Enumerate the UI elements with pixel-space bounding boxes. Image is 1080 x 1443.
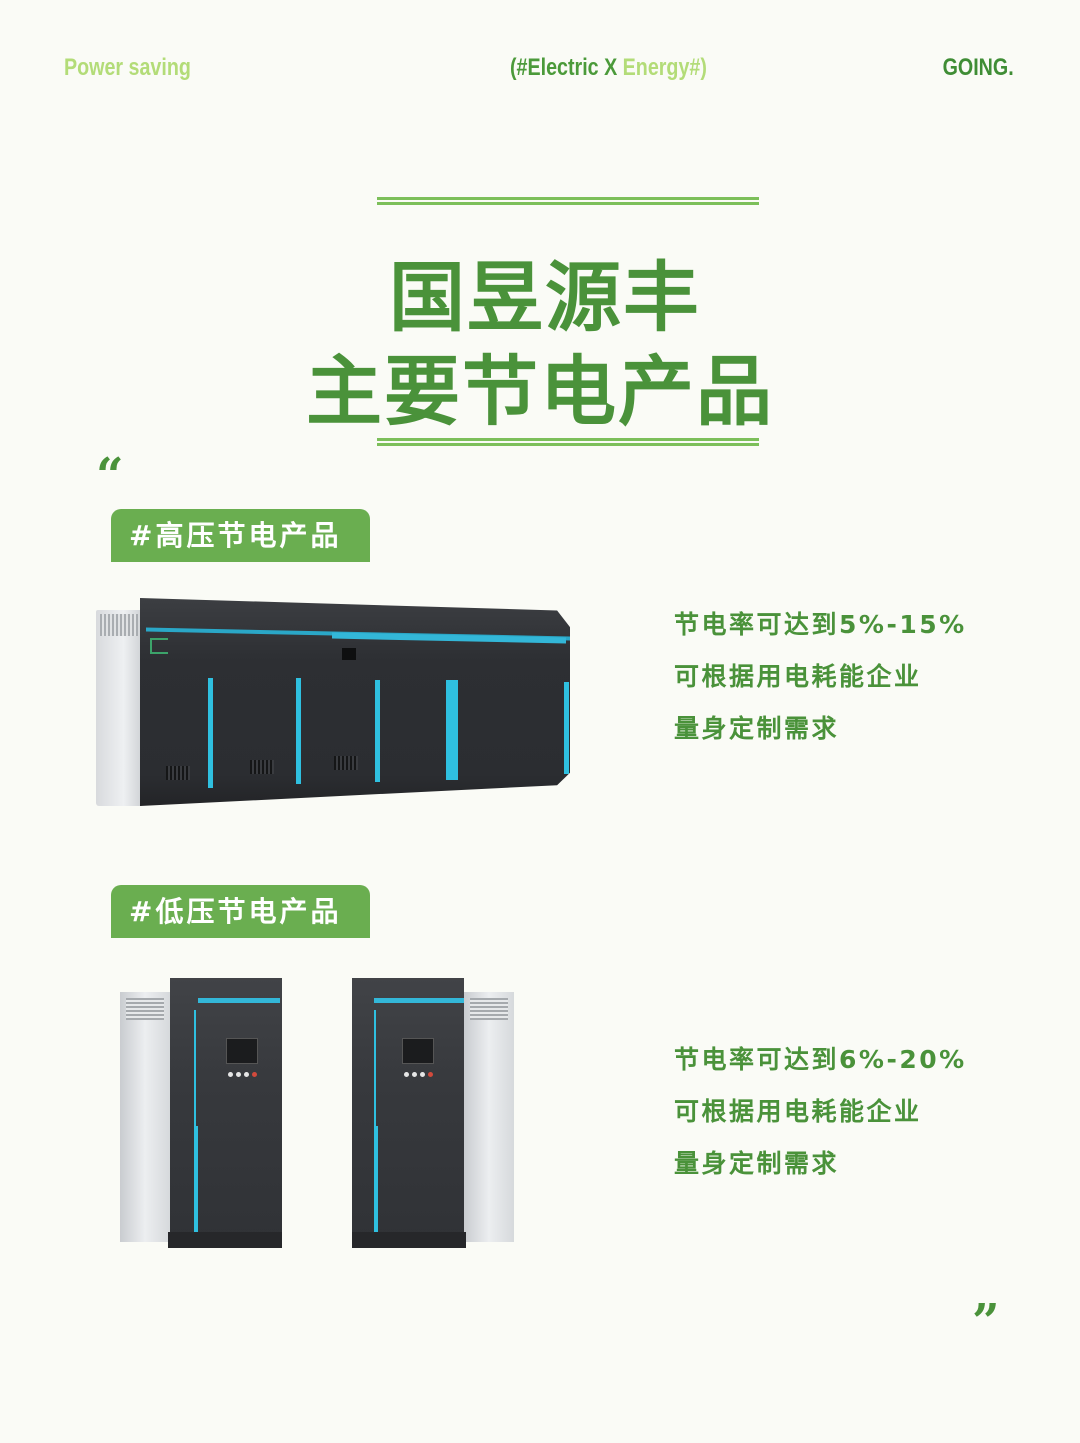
vent-grille [334,756,358,770]
low-voltage-tag: #低压节电产品 [111,885,370,938]
title-divider-top [377,197,759,205]
cabinet-side-panel [120,992,170,1242]
tailored-text: 量身定制需求 [674,1149,840,1178]
high-voltage-description: 节电率可达到5%-15% 可根据用电耗能企业 量身定制需求 [674,610,967,766]
page-title-subtitle: 主要节电产品 [306,347,774,436]
title-divider-bottom [377,438,759,446]
cabinet-base [352,1232,466,1248]
edge-light-strip [374,1010,376,1126]
cyan-stripe [198,998,280,1003]
close-quote-icon: ” [972,1294,1000,1350]
cabinet-front [352,978,464,1246]
customization-text: 可根据用电耗能企业 [674,662,922,691]
vent-grille [100,614,138,636]
power-saving-label: Power saving [64,54,191,81]
cabinet-front [170,978,282,1246]
vent-grille [166,766,190,780]
tagline-prefix: (#Electric X [510,54,623,81]
door-light-strip [208,678,213,788]
cyan-stripe [374,998,464,1003]
low-voltage-cabinet-left-image [120,976,284,1248]
edge-light-strip [194,1010,196,1126]
edge-light-strip [194,1126,198,1242]
customization-text: 可根据用电耗能企业 [674,1097,922,1126]
vent-grille [126,998,164,1020]
vent-grille [250,760,274,774]
control-screen [226,1038,258,1064]
low-voltage-description: 节电率可达到6%-20% 可根据用电耗能企业 量身定制需求 [674,1045,967,1201]
cabinet-side-panel [464,992,514,1242]
door-light-strip [564,682,569,774]
low-voltage-cabinet-right-image [352,976,516,1248]
control-screen [402,1038,434,1064]
high-voltage-tag: #高压节电产品 [111,509,370,562]
going-label: GOING. [942,54,1014,81]
control-buttons [404,1072,433,1077]
page-title-company: 国昱源丰 [389,253,701,342]
cabinet-side-panel [96,610,142,806]
high-voltage-cabinet-image [96,598,570,808]
cabinet-base [168,1232,282,1248]
tagline-highlight: Energy#) [622,54,707,81]
savings-rate-text: 节电率可达到5%-15% [674,610,967,639]
display-window [342,648,356,660]
open-quote-icon: “ [96,448,124,504]
edge-light-strip [374,1126,378,1242]
vent-grille [470,998,508,1020]
door-light-strip [296,678,301,784]
header-bar: Power saving (#Electric X Energy#) GOING… [0,54,1080,86]
gf-logo-icon [150,638,168,654]
control-buttons [228,1072,257,1077]
savings-rate-text: 节电率可达到6%-20% [674,1045,967,1074]
electric-energy-tagline: (#Electric X Energy#) [510,54,707,82]
door-light-strip [375,680,380,782]
tailored-text: 量身定制需求 [674,714,840,743]
door-light-strip [446,680,458,780]
